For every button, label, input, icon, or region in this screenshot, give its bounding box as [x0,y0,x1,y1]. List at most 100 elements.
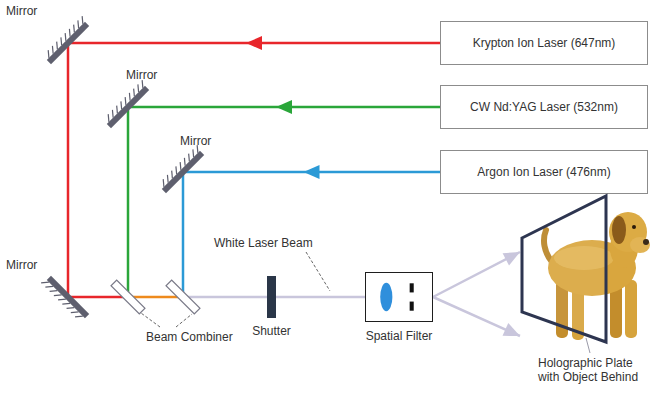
plate-label: Holographic Plate with Object Behind [538,356,650,384]
mirror-hatch [62,300,70,308]
beam-combiner [166,280,200,314]
laser-beam [68,43,69,297]
mirror-hatch [117,101,125,109]
mirror-symbol [158,145,206,193]
laser-beam [276,297,365,298]
beam-path [67,43,70,297]
mirror-surface [47,22,89,64]
annotation-label: Beam Combiner [146,330,233,344]
laser-label: Krypton Ion Laser (647nm) [473,36,616,50]
mirror-hatch [45,50,53,58]
laser-beam [183,165,440,179]
plate-frame [520,194,608,344]
laser-label: Argon Ion Laser (476nm) [477,165,610,179]
mirror: Mirror [161,150,205,194]
annotation-label: White Laser Beam [214,236,313,250]
mirror-hatch [71,308,79,316]
laser-label: CW Nd:YAG Laser (532nm) [470,100,618,114]
mirror-hatch [177,162,185,170]
spatial-filter: Spatial Filter [365,272,433,322]
leader-line [586,338,590,353]
mirror-hatch [126,93,134,101]
mirror-hatch [53,42,61,50]
arrowhead [304,165,320,179]
plate-outline [522,196,606,342]
mirror-hatch [185,154,193,162]
mirror-surface [47,276,89,318]
mirror-hatch [49,46,57,54]
mirror-hatch [62,33,70,41]
mirror-hatch [54,291,62,299]
filter-optics [366,273,432,321]
mirror-hatch [134,84,142,92]
mirror-label: Mirror [6,258,37,272]
arrowhead [503,252,520,266]
green-beam [127,107,130,297]
holographic-plate: Holographic Plate with Object Behind [520,194,608,344]
mirror-hatch [181,158,189,166]
arrowhead [503,323,520,336]
arrowhead [246,36,262,50]
beam-path [433,252,520,336]
mirror-hatch [58,296,66,304]
mirror-hatch [168,171,176,179]
mirror: Mirror [46,275,90,319]
mirror-surface [162,151,204,193]
leader-line [306,252,330,291]
mirror: Mirror [46,21,90,65]
filter-label: Spatial Filter [366,329,433,343]
arrowhead [276,100,292,114]
mirror-hatch [67,304,75,312]
leader-line [141,313,160,327]
dog-snout [630,237,650,253]
mirror-hatch [50,287,58,295]
mirror-hatch [164,175,172,183]
mirror-symbol [41,274,89,322]
laser-beam [433,252,520,336]
mirror-hatch [74,20,82,28]
mirror-symbol [46,275,90,319]
laser-beam [68,36,440,50]
mirror-symbol [103,80,151,128]
dog-eye [632,225,636,229]
mirror-hatch [189,149,197,157]
mirror-surface [107,86,149,128]
lens [380,283,392,311]
shutter: Shutter [267,276,276,318]
pinhole [410,302,414,311]
beam-path [68,296,267,299]
beam-combiner-glass [111,280,145,314]
laser-beam [68,297,267,298]
mirror-hatch [122,97,130,105]
dog-leg [625,280,637,338]
beam-path [276,296,365,299]
dog-nose [643,239,649,245]
laser-box: Argon Ion Laser (476nm) [440,150,648,194]
mirror-hatch [172,166,180,174]
mirror-label: Mirror [126,68,157,82]
laser-box: Krypton Ion Laser (647nm) [440,21,648,65]
dog-ear [612,216,626,244]
mirror-hatch [113,106,121,114]
blue-beam [182,172,185,297]
laser-beam [128,100,440,114]
mirror-symbol [43,16,91,64]
mirror-label: Mirror [6,4,37,18]
leader-line [176,314,192,327]
laser-box: CW Nd:YAG Laser (532nm) [440,85,648,129]
mirror-hatch [41,279,49,287]
mirror: Mirror [106,85,150,129]
mirror-hatch [66,29,74,37]
mirror-hatch [45,283,53,291]
mirror-hatch [75,313,83,321]
mirror-hatch [160,179,168,187]
beam-combiner-glass [166,280,200,314]
mirror-hatch [57,37,65,45]
mirror-hatch [79,16,87,24]
mirror-label: Mirror [180,134,211,148]
mirror-hatch [70,25,78,33]
pinhole [410,283,414,292]
shutter-label: Shutter [252,324,291,338]
